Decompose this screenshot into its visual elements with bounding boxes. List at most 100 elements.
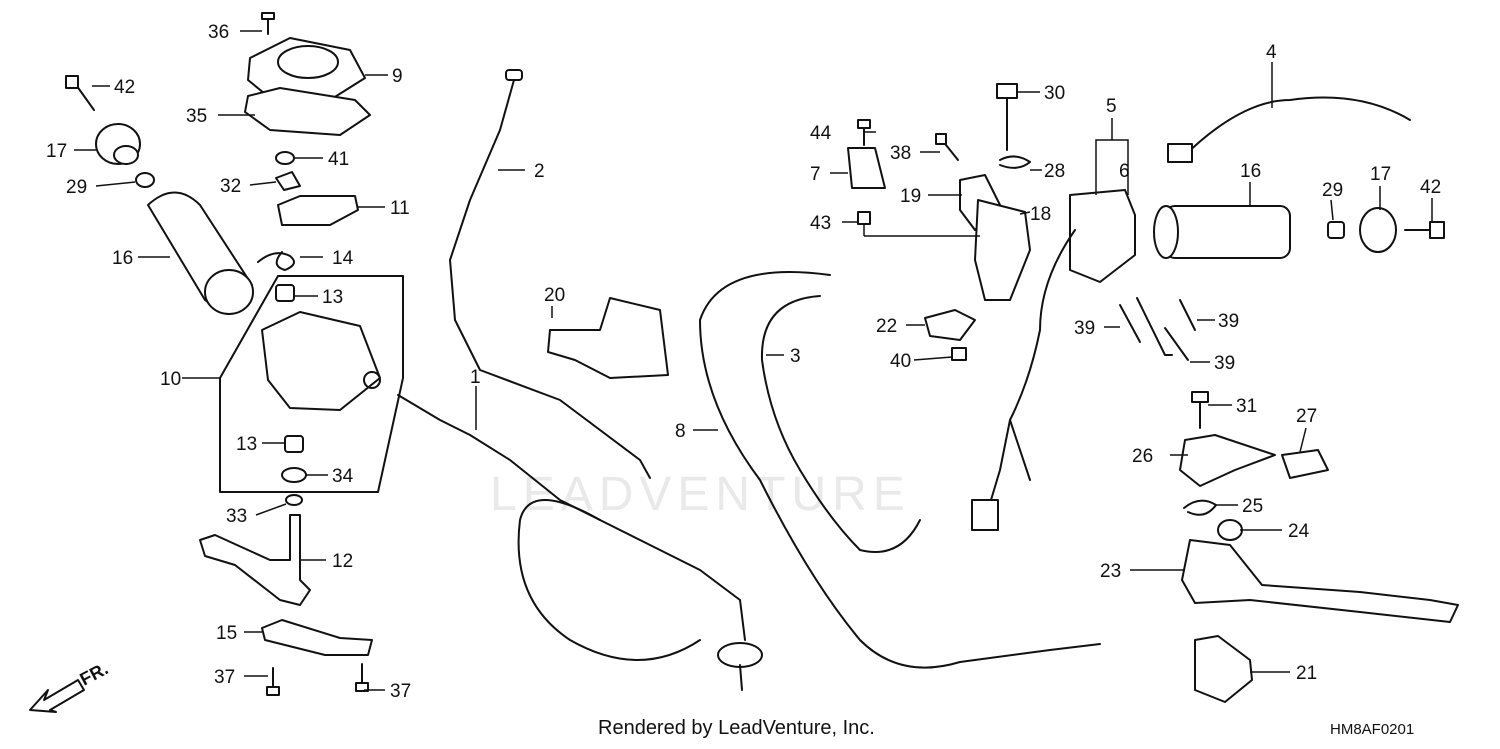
callout-12: 12 [332, 551, 353, 572]
harness-part [971, 229, 1076, 531]
callout-39-left: 39 [1074, 318, 1095, 339]
bushing-13-top-part [275, 284, 295, 302]
callout-20: 20 [544, 285, 565, 306]
clip-32-part [275, 171, 301, 191]
callout-39-top: 39 [1218, 311, 1239, 332]
callout-15: 15 [216, 623, 237, 644]
callout-13-lower: 13 [236, 434, 257, 455]
callout-31: 31 [1236, 396, 1257, 417]
grip-16-right-part [1153, 205, 1291, 259]
cap-27-part [1281, 449, 1329, 479]
callout-4: 4 [1266, 42, 1277, 63]
boot-20-part [547, 297, 669, 379]
collar-29-left-part [135, 172, 155, 188]
spring-14-part [257, 251, 295, 271]
callout-27: 27 [1296, 406, 1317, 427]
footer-credit: Rendered by LeadVenture, Inc. [598, 717, 875, 739]
callout-29-right: 29 [1322, 180, 1343, 201]
bracket-26-part [1179, 434, 1276, 487]
plate-11-part [277, 195, 359, 226]
callout-11: 11 [390, 198, 410, 219]
callout-19: 19 [900, 186, 921, 207]
diagram-code: HM8AF0201 [1330, 721, 1415, 738]
cable-1-part [397, 394, 763, 691]
gasket-part [244, 87, 371, 136]
callout-34: 34 [332, 466, 354, 487]
callout-5: 5 [1106, 96, 1117, 117]
callout-9: 9 [392, 66, 403, 87]
callout-40: 40 [890, 351, 911, 372]
washer-34-part [281, 467, 307, 483]
grip-16-left-part [147, 191, 254, 315]
callout-6: 6 [1119, 161, 1130, 182]
callout-28: 28 [1044, 161, 1065, 182]
callout-39-bottom: 39 [1214, 353, 1235, 374]
switch-7-part [847, 147, 886, 189]
callout-17-left: 17 [46, 141, 67, 162]
bolt-44-part [857, 119, 871, 146]
callout-29-left: 29 [66, 177, 87, 198]
bolt-30-part [996, 83, 1018, 151]
bracket-22-part [924, 309, 976, 341]
callout-24: 24 [1288, 521, 1310, 542]
collar-41-part [275, 151, 295, 165]
bushing-13-lower-part [284, 435, 304, 453]
callout-44: 44 [810, 123, 832, 144]
housing-cover-part [247, 37, 366, 101]
bolt-31-part [1191, 391, 1209, 429]
holder-21-part [1194, 635, 1253, 703]
callout-43: 43 [810, 213, 831, 234]
callout-36: 36 [208, 22, 229, 43]
callout-22: 22 [876, 316, 897, 337]
collar-29-right-part [1327, 221, 1345, 239]
clamp-15-part [261, 619, 373, 656]
bolt-38-part [935, 133, 959, 161]
callout-7: 7 [810, 164, 821, 185]
screw-39-part [1119, 297, 1196, 361]
holder-18-part [974, 199, 1031, 301]
callout-21: 21 [1296, 663, 1317, 684]
callout-10: 10 [160, 369, 181, 390]
throttle-lever-part [199, 514, 311, 606]
bolt-36-part [261, 12, 275, 35]
clip-28-part [999, 155, 1031, 169]
bolt-42-right-part [1404, 221, 1445, 239]
bar-end-17-left-part [95, 123, 141, 165]
cable-2-part [449, 69, 651, 479]
cable-8-part [699, 271, 1101, 669]
bar-end-17-right-part [1359, 207, 1397, 253]
bolt-37-part [266, 663, 369, 696]
callout-26: 26 [1132, 446, 1153, 467]
callout-33: 33 [226, 506, 247, 527]
callout-35: 35 [186, 106, 207, 127]
pivot-24-part [1217, 519, 1243, 541]
callout-1: 1 [470, 367, 481, 388]
callout-30: 30 [1044, 83, 1065, 104]
cable-3-part [760, 295, 921, 553]
callout-37-left: 37 [214, 667, 235, 688]
bolt-42-left-part [65, 75, 95, 111]
callout-37-right: 37 [390, 681, 411, 702]
spring-25-part [1183, 499, 1217, 516]
oring-33-part [285, 494, 303, 506]
nut-40-part [951, 347, 967, 361]
kit-10-bracket [219, 275, 404, 493]
callout-14: 14 [332, 248, 354, 269]
callout-2: 2 [534, 161, 545, 182]
callout-3: 3 [790, 346, 801, 367]
callout-42-right: 42 [1420, 177, 1441, 198]
callout-16-left: 16 [112, 248, 133, 269]
front-arrow-icon [29, 679, 85, 713]
callout-23: 23 [1100, 561, 1121, 582]
callout-38: 38 [890, 143, 911, 164]
callout-labels: 1 2 3 4 5 6 7 8 9 10 11 12 13 13 14 15 1… [46, 22, 1441, 702]
leader-lines [74, 30, 1433, 691]
callout-16-right: 16 [1240, 161, 1261, 182]
callout-42-left: 42 [114, 77, 135, 98]
callout-25: 25 [1242, 496, 1263, 517]
throttle-housing-part [261, 311, 381, 411]
callout-8: 8 [675, 421, 686, 442]
callout-13-top: 13 [322, 287, 343, 308]
callout-17-right: 17 [1370, 164, 1391, 185]
